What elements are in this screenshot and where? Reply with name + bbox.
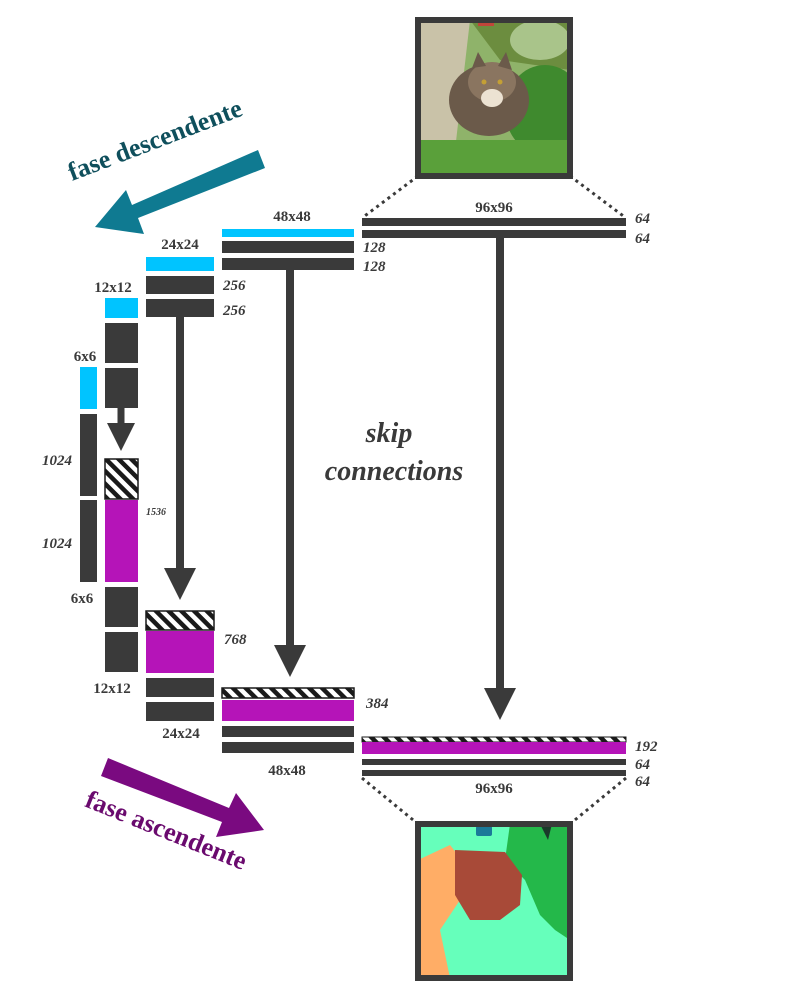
enc-48-layer-2 (222, 258, 354, 270)
enc-48-ch-1: 128 (363, 240, 386, 256)
enc-12-layer-2 (105, 368, 138, 408)
bottleneck-ch-2: 1024 (42, 536, 73, 552)
dec-48-concat (222, 700, 354, 721)
dec-12-layer-1 (105, 587, 138, 627)
enc-12-pool (105, 298, 138, 318)
dec-96-layer-2 (362, 770, 626, 776)
skip-label-line1: skip (365, 418, 413, 449)
enc-24-ch-1: 256 (222, 278, 246, 294)
size-label-6-top: 6x6 (74, 349, 97, 365)
input-connector-lines (361, 174, 627, 220)
bottleneck-layer-1 (80, 414, 97, 496)
bottleneck-layer-2 (80, 500, 97, 582)
dec-96-ch-3: 64 (635, 774, 651, 790)
size-label-24-top: 24x24 (161, 237, 199, 253)
dec-24-ch: 768 (224, 632, 247, 648)
enc-96-ch-2: 64 (635, 231, 651, 247)
dec-96-layer-1 (362, 759, 626, 765)
input-image (415, 17, 573, 179)
enc-96-layer-2 (362, 230, 626, 238)
size-label-6-bottom: 6x6 (71, 591, 94, 607)
dec-24-concat (146, 631, 214, 673)
dec-48-upconv (221, 687, 355, 699)
dec-96-concat (362, 742, 626, 754)
dec-48-layer-1 (222, 726, 354, 737)
bottleneck-pool (80, 367, 97, 409)
enc-24-ch-2: 256 (222, 303, 246, 319)
enc-24-pool (146, 257, 214, 271)
descend-arrow (95, 150, 265, 234)
dec-12-concat (105, 500, 138, 582)
size-label-12-bottom: 12x12 (93, 681, 131, 697)
enc-48-layer-1 (222, 241, 354, 253)
skip-arrows (107, 238, 516, 720)
enc-24-layer-1 (146, 276, 214, 294)
enc-24-layer-2 (146, 299, 214, 317)
dec-24-layer-2 (146, 702, 214, 721)
size-label-48-top: 48x48 (273, 209, 311, 225)
dec-12-ch: 1536 (146, 507, 166, 518)
enc-48-pool (222, 229, 354, 237)
dec-12-layer-2 (105, 632, 138, 672)
enc-96-ch-1: 64 (635, 211, 651, 227)
size-label-48-bottom: 48x48 (268, 763, 306, 779)
enc-48-ch-2: 128 (363, 259, 386, 275)
output-connector-lines (361, 776, 627, 826)
output-segmentation (415, 821, 573, 981)
ascend-arrow (101, 758, 264, 837)
size-label-24-bottom: 24x24 (162, 726, 200, 742)
dec-48-ch: 384 (365, 696, 389, 712)
size-label-96-bottom: 96x96 (475, 781, 513, 797)
size-label-96-top: 96x96 (475, 200, 513, 216)
dec-96-ch-2: 64 (635, 757, 651, 773)
dec-12-upconv (104, 458, 139, 500)
dec-96-ch-1: 192 (635, 739, 658, 755)
dec-24-layer-1 (146, 678, 214, 697)
enc-96-layer-1 (362, 218, 626, 226)
dec-48-layer-2 (222, 742, 354, 753)
skip-label-line2: connections (325, 456, 464, 487)
enc-12-layer-1 (105, 323, 138, 363)
dec-96-upconv (361, 736, 627, 743)
dec-24-upconv (145, 610, 215, 631)
size-label-12-top: 12x12 (94, 280, 132, 296)
bottleneck-ch-1: 1024 (42, 453, 73, 469)
